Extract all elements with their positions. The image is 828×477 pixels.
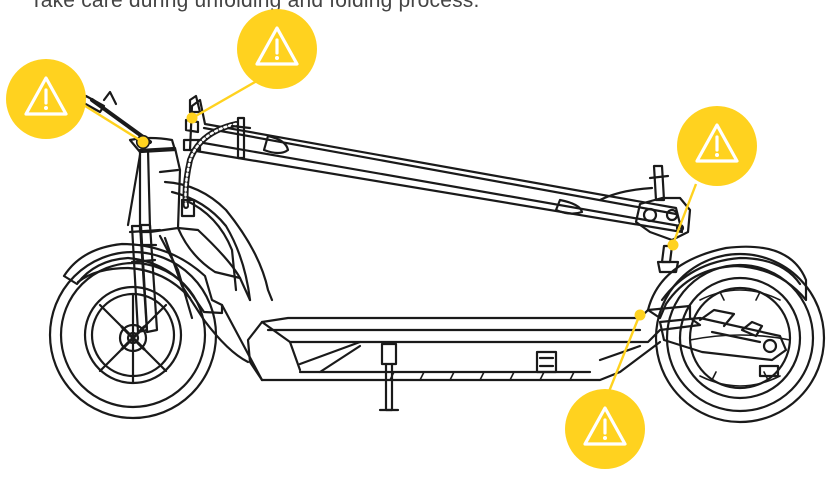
leader-handlebar <box>81 102 144 144</box>
leader-rear-latch <box>671 183 698 245</box>
warning-triangle-icon <box>255 26 299 66</box>
warning-marker-deck-rear <box>565 389 645 469</box>
rear-latch-mechanism <box>598 164 692 274</box>
anchor-dots <box>137 112 679 321</box>
deck-clip <box>535 350 558 374</box>
brake-cable <box>180 116 252 218</box>
rear-wheel <box>654 252 826 424</box>
warning-marker-stem-top <box>237 9 317 89</box>
rear-fender <box>646 245 808 320</box>
deck <box>246 304 702 382</box>
warning-callouts <box>6 9 757 469</box>
rear-swingarm <box>658 308 788 378</box>
anchor-dot-rear-latch <box>667 239 679 251</box>
warning-triangle-icon <box>695 123 739 163</box>
front-wheel <box>48 250 218 420</box>
anchor-dot-handlebar <box>137 136 149 148</box>
warning-marker-rear-latch <box>677 106 757 186</box>
leader-lines <box>81 76 698 405</box>
front-fork <box>128 223 162 334</box>
warning-triangle-icon <box>24 76 68 116</box>
anchor-dot-stem-top <box>186 112 198 124</box>
instruction-caption: Take care during unfolding and folding p… <box>30 0 480 12</box>
anchor-dot-deck-rear <box>634 309 646 321</box>
leader-deck-rear <box>602 313 642 405</box>
warning-triangle-icon <box>583 406 627 446</box>
front-frame <box>158 180 274 382</box>
leader-stem-top <box>193 76 263 119</box>
kickstand <box>378 342 400 412</box>
stem-headtube <box>126 136 182 234</box>
warning-marker-handlebar <box>6 59 86 139</box>
folded-stem-tube <box>182 94 684 234</box>
scooter-line-art <box>48 90 826 424</box>
